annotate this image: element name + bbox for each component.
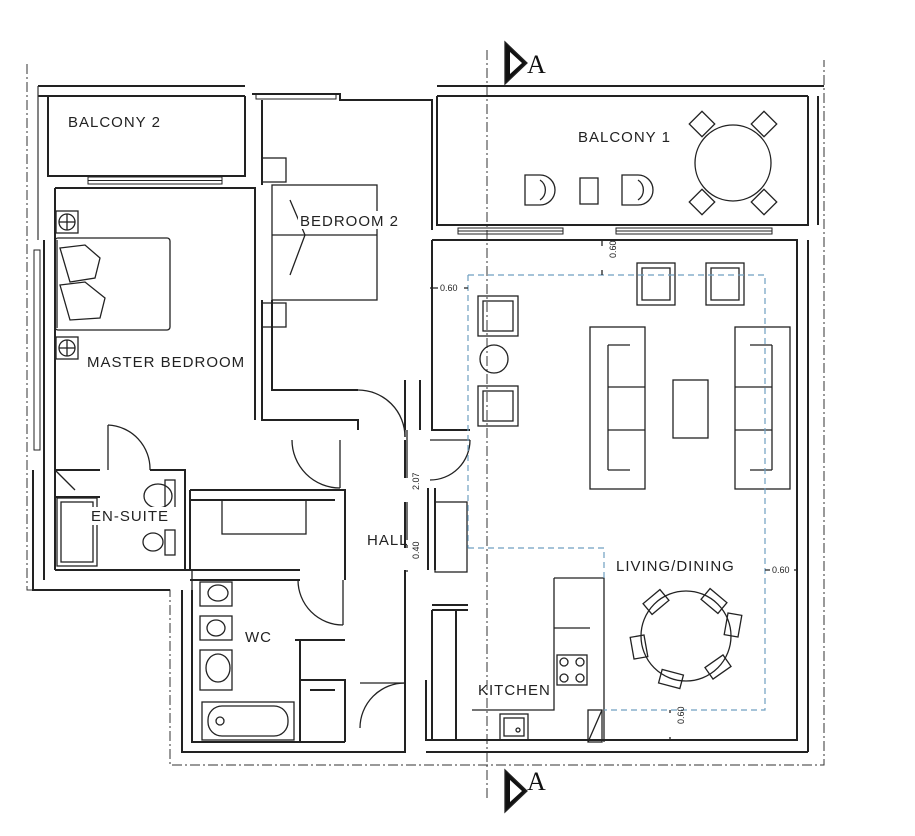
kitchen-fixtures [472, 577, 605, 743]
dim-living-bottom: 0.60 [676, 706, 686, 724]
living-zone [467, 274, 766, 711]
dim-hall-width: 2.07 [411, 472, 421, 490]
label-wc: WC [245, 629, 272, 646]
outer-boundary [26, 50, 825, 800]
wc-fixtures [191, 570, 295, 742]
label-en-suite: EN-SUITE [91, 508, 169, 525]
label-kitchen: KITCHEN [478, 682, 551, 699]
door-swings [107, 380, 471, 729]
windows [33, 93, 773, 451]
label-hall: HALL [367, 532, 409, 549]
master-bed [54, 210, 171, 360]
section-label-bottom: A [527, 767, 546, 796]
section-label-top: A [527, 50, 546, 79]
label-balcony-2: BALCONY 2 [68, 114, 161, 131]
label-living-dining: LIVING/DINING [616, 558, 735, 575]
exterior-walls [32, 85, 824, 753]
dim-living-left: 0.60 [440, 283, 458, 293]
living-furniture [477, 262, 791, 690]
dim-living-top: 0.60 [608, 240, 618, 258]
section-marker-bottom: A [504, 767, 546, 814]
label-master-bedroom: MASTER BEDROOM [87, 354, 245, 371]
section-marker-top: A [504, 40, 546, 86]
label-bedroom-2: BEDROOM 2 [300, 213, 399, 230]
balcony-furniture [524, 110, 778, 216]
bedroom-2-bed [261, 157, 378, 328]
dimension-markers [406, 240, 797, 740]
label-balcony-1: BALCONY 1 [578, 129, 671, 146]
dim-hall-small: 0.40 [411, 541, 421, 559]
dim-living-right: 0.60 [772, 565, 790, 575]
